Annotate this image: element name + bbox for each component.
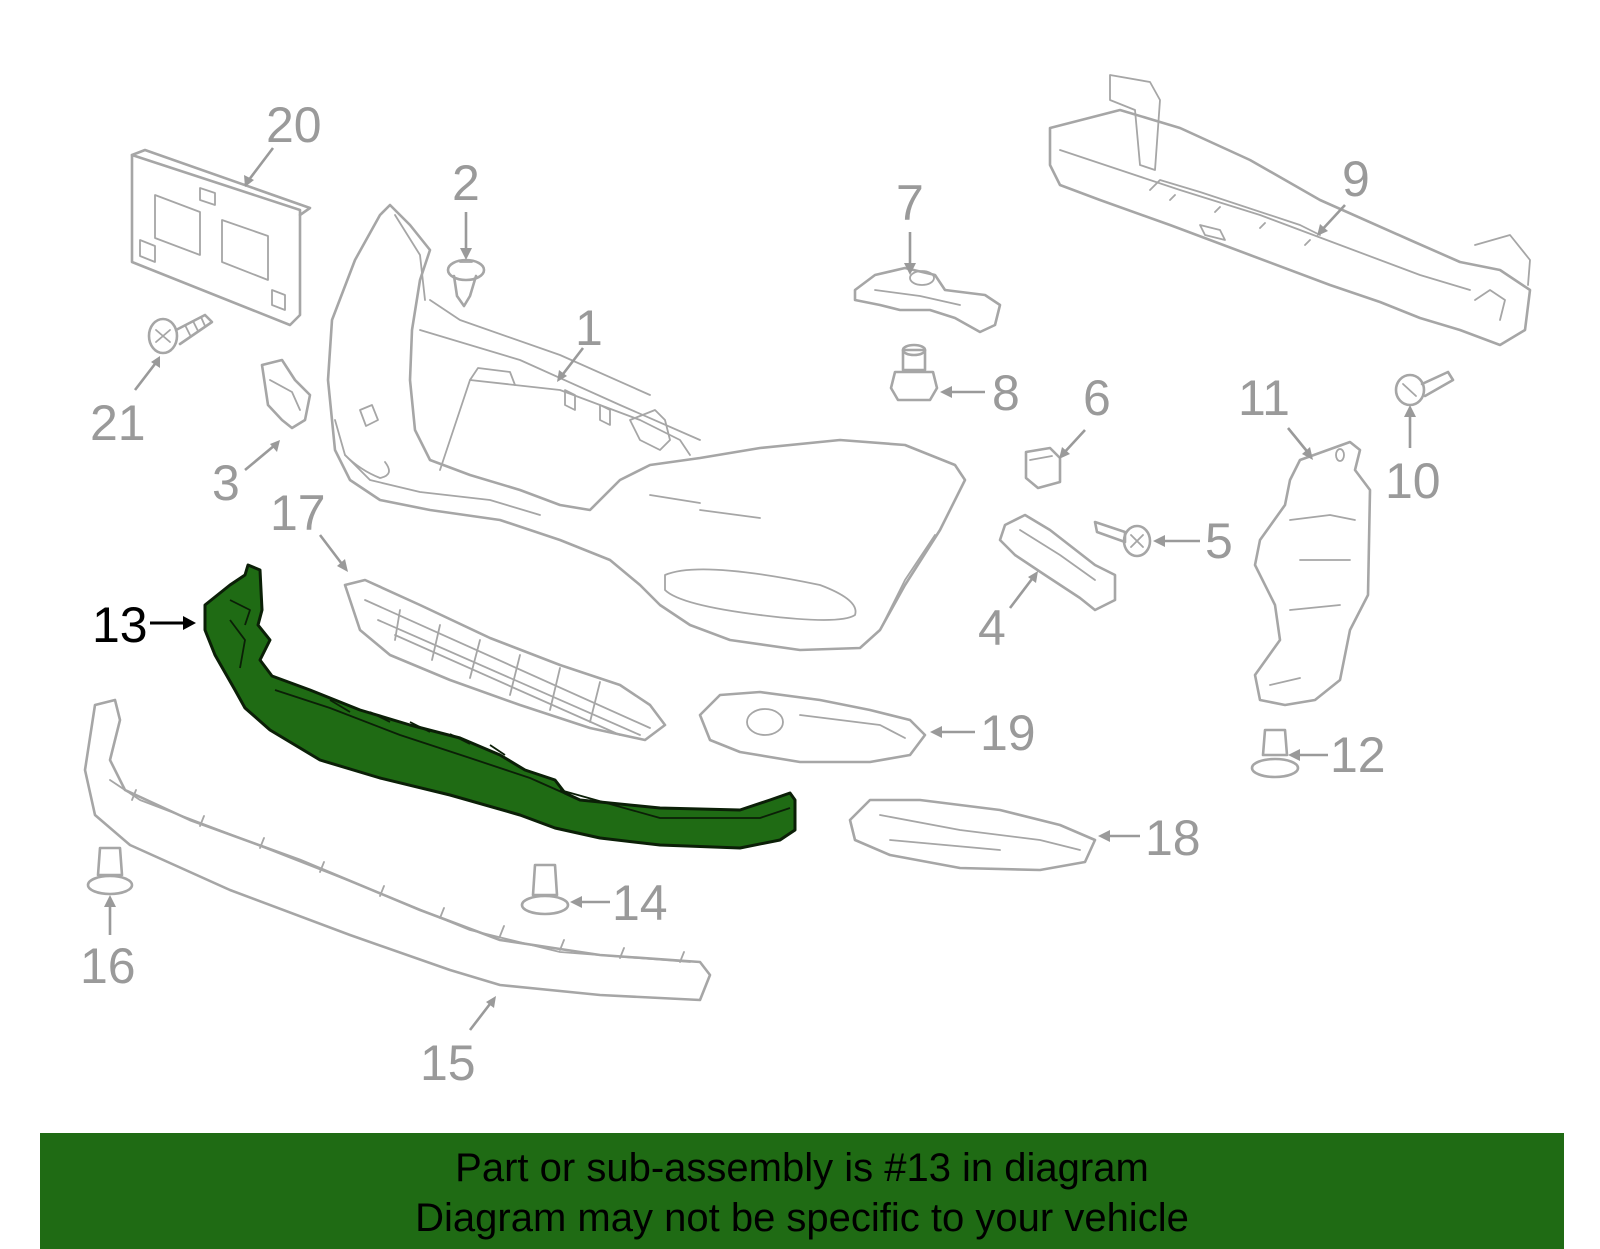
part-1-bumper-cover (326, 203, 967, 652)
part-5-screw (1093, 520, 1152, 558)
callout-7: 7 (896, 175, 924, 275)
callout-20: 20 (243, 97, 322, 187)
callout-4: 4 (978, 571, 1038, 656)
callout-1: 1 (557, 300, 603, 382)
callout-label-8: 8 (992, 365, 1020, 421)
part-9-reinforcement-beam (1048, 74, 1532, 347)
part-12-clip (1250, 728, 1300, 779)
callout-label-15: 15 (420, 1035, 476, 1091)
part-13-highlighted (203, 563, 797, 850)
callout-label-17: 17 (270, 485, 326, 541)
callout-label-12: 12 (1330, 727, 1386, 783)
callout-label-2: 2 (452, 155, 480, 211)
callout-6: 6 (1059, 370, 1111, 459)
part-8-clip (889, 343, 939, 402)
part-2-clip (446, 258, 486, 308)
callout-label-10: 10 (1385, 453, 1441, 509)
callout-label-21: 21 (90, 395, 146, 451)
callout-label-1: 1 (575, 300, 603, 356)
callout-9: 9 (1317, 151, 1370, 236)
part-6-clip (1024, 446, 1062, 490)
part-19-fog-bezel (698, 690, 927, 764)
callout-2: 2 (452, 155, 480, 260)
callout-label-20: 20 (266, 97, 322, 153)
part-4-bracket (998, 513, 1117, 612)
callout-8: 8 (940, 365, 1020, 421)
callout-15: 15 (420, 996, 496, 1091)
banner-line-part-number: Part or sub-assembly is #13 in diagram (455, 1146, 1149, 1190)
part-20-license-bracket (130, 148, 312, 327)
callout-14: 14 (570, 875, 668, 931)
callout-11: 11 (1238, 370, 1313, 460)
callout-12: 12 (1288, 727, 1386, 783)
callout-label-9: 9 (1342, 151, 1370, 207)
callout-label-5: 5 (1205, 513, 1233, 569)
part-21-screw (147, 313, 214, 355)
part-16-clip (86, 846, 134, 896)
part-7-bracket (853, 266, 1002, 334)
callout-label-4: 4 (978, 600, 1006, 656)
callout-18: 18 (1098, 810, 1201, 866)
callout-label-14: 14 (612, 875, 668, 931)
callout-label-6: 6 (1083, 370, 1111, 426)
part-15-lower-lip (83, 698, 712, 1002)
part-11-side-bracket (1253, 440, 1372, 707)
callout-13: 13 (92, 597, 196, 653)
part-14-clip (520, 863, 570, 916)
callout-5: 5 (1153, 513, 1233, 569)
callout-3: 3 (212, 440, 280, 511)
part-3-bracket (260, 358, 312, 430)
callout-label-19: 19 (980, 705, 1036, 761)
callout-label-3: 3 (212, 455, 240, 511)
part-17-lower-grille (343, 578, 667, 742)
callout-label-13: 13 (92, 597, 148, 653)
info-banner: Part or sub-assembly is #13 in diagram D… (40, 1133, 1564, 1249)
callout-label-18: 18 (1145, 810, 1201, 866)
callout-16: 16 (80, 895, 136, 994)
banner-line-disclaimer: Diagram may not be specific to your vehi… (415, 1196, 1189, 1240)
callout-17: 17 (270, 485, 348, 572)
callout-21: 21 (90, 356, 160, 451)
callout-label-11: 11 (1238, 370, 1290, 426)
callout-label-16: 16 (80, 938, 136, 994)
part-10-bolt (1394, 370, 1455, 407)
callout-label-7: 7 (896, 175, 924, 231)
part-18-bezel (848, 798, 1097, 872)
callout-10: 10 (1385, 405, 1441, 509)
callout-19: 19 (930, 705, 1036, 761)
